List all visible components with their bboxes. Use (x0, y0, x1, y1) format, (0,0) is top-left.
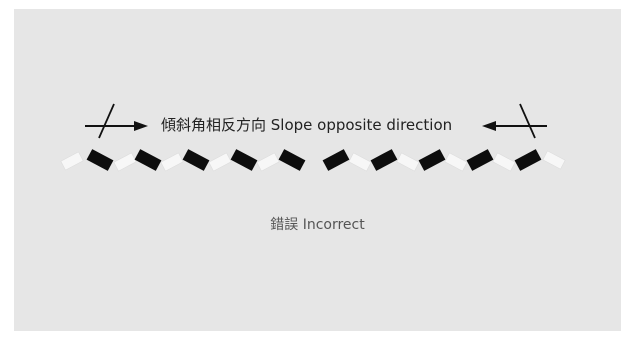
slope-direction-caption: 傾斜角相反方向 Slope opposite direction (161, 116, 453, 134)
incorrect-caption: 錯誤 Incorrect (270, 217, 365, 233)
tile-row-right (322, 149, 566, 172)
right-crossed-arrow-icon (482, 103, 547, 139)
left-crossed-arrow-icon (85, 103, 148, 139)
tile-row-left (60, 149, 306, 172)
